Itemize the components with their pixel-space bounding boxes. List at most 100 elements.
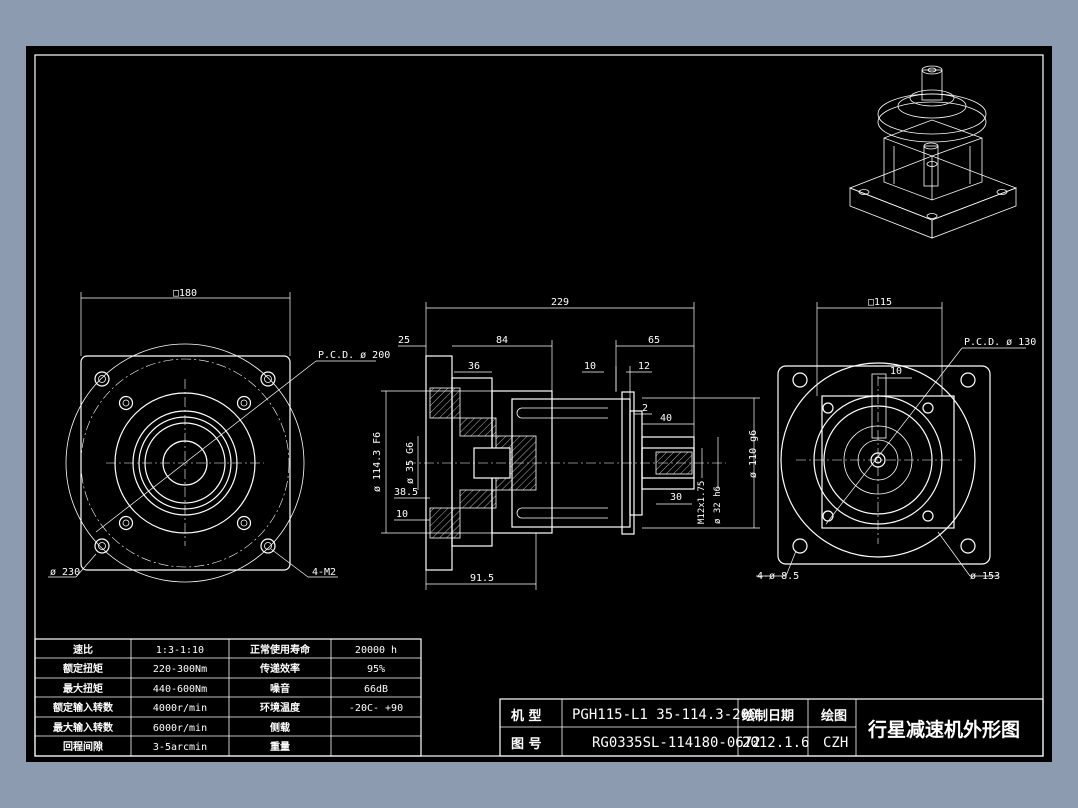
spec-table-frame <box>34 638 422 757</box>
spec-value: 95% <box>367 664 385 675</box>
side-dia-32: ø 32 h6 <box>713 486 723 524</box>
iso-base-top <box>848 155 1018 221</box>
right-key <box>871 373 887 439</box>
side-tube-cap-1 <box>516 407 523 419</box>
front-hole-tr <box>260 371 276 387</box>
front-bolt-2-inner <box>240 399 248 407</box>
right-dia-leader <box>937 531 971 577</box>
iso-body-top-left <box>883 137 933 157</box>
iso-slot-top <box>923 142 939 150</box>
front-hole-br-inner <box>264 542 272 550</box>
model-value: PGH115-L1 35-114.3-200 <box>572 707 757 723</box>
iso-ring <box>897 93 967 119</box>
spec-value: 4000r/min <box>153 703 207 714</box>
front-bolt-1-inner <box>122 399 130 407</box>
right-hole-br <box>960 538 976 554</box>
model-label: 机 型 <box>511 708 542 724</box>
spec-table: 速比 1:3-1:10 正常使用寿命 20000 h 额定扭矩 220-300N… <box>34 638 422 757</box>
right-hole-leader <box>785 550 797 577</box>
right-square-dim: □115 <box>868 297 892 308</box>
right-bolt-1 <box>822 402 834 414</box>
iso-slot <box>923 145 939 187</box>
front-bolt-1 <box>118 395 134 411</box>
front-dia-leader <box>75 553 97 578</box>
right-inner-square <box>821 395 955 529</box>
iso-shaft <box>921 69 943 101</box>
front-bolt-4 <box>236 515 252 531</box>
iso-body-top-right <box>931 137 983 157</box>
right-hole-label: 4-ø 8.5 <box>757 571 799 582</box>
spec-key: 重量 <box>270 740 290 753</box>
spec-key: 最大输入转数 <box>53 721 114 734</box>
side-hatch-bottom <box>429 507 461 539</box>
side-view: 229 25 84 65 36 10 12 2 40 30 ø 114.3 F6… <box>372 297 760 590</box>
drawing-canvas: □180 P.C.D. ø 200 ø 230 4-M2 <box>34 54 1044 757</box>
right-view: □115 P.C.D. ø 130 10 4-ø 8.5 ø 153 <box>756 297 1036 582</box>
front-view: □180 P.C.D. ø 200 ø 230 4-M2 <box>48 288 390 583</box>
front-bolt-3-inner <box>122 519 130 527</box>
drawing-title: 行星减速机外形图 <box>867 718 1020 741</box>
right-pcd-leader <box>825 347 963 525</box>
title-block-frame <box>499 698 1044 757</box>
spec-value: 220-300Nm <box>153 664 207 675</box>
drafter-label: 绘图 <box>821 708 847 724</box>
side-dim-40: 40 <box>660 413 672 424</box>
iso-shaft-top <box>921 65 943 75</box>
front-hole-tl <box>94 371 110 387</box>
right-pcd-label: P.C.D. ø 130 <box>964 337 1036 348</box>
spec-value: 6000r/min <box>153 723 207 734</box>
side-hatch-top <box>429 387 461 419</box>
spec-key: 侧载 <box>270 721 290 734</box>
front-bolt-3 <box>118 515 134 531</box>
iso-body <box>883 119 983 201</box>
front-outer-circle <box>65 343 305 583</box>
spec-key: 传递效率 <box>259 662 300 675</box>
side-shaft-thread <box>655 451 693 475</box>
right-outer-dia: ø 153 <box>970 571 1000 582</box>
front-pcd-label: P.C.D. ø 200 <box>318 350 390 361</box>
right-bolt-4 <box>922 510 934 522</box>
front-bolt-4-inner <box>240 519 248 527</box>
date-value: 2012.1.6 <box>742 735 809 751</box>
isometric-view <box>848 65 1018 239</box>
front-hole-br <box>260 538 276 554</box>
right-bolt-3 <box>822 510 834 522</box>
iso-ring-2 <box>909 89 955 107</box>
right-outer-circle <box>780 362 976 558</box>
front-hole-bl <box>94 538 110 554</box>
side-hatch-mid-bottom <box>459 489 497 509</box>
iso-base-hole-4 <box>926 213 938 219</box>
front-square-dim: □180 <box>173 288 197 299</box>
side-dim-915: 91.5 <box>470 573 494 584</box>
title-block: 机 型 PGH115-L1 35-114.3-200 图 号 RG0335SL-… <box>499 698 1044 757</box>
side-dim-84: 84 <box>496 335 508 346</box>
drawing-no-label: 图 号 <box>511 737 542 752</box>
front-hole-label: 4-M2 <box>312 567 336 578</box>
spec-key: 速比 <box>73 643 93 656</box>
cad-viewport[interactable]: □180 P.C.D. ø 200 ø 230 4-M2 <box>26 46 1052 762</box>
front-pcd-circle <box>80 358 290 568</box>
right-hole-tl <box>792 372 808 388</box>
front-hole-bl-inner <box>98 542 106 550</box>
side-tube-cap-2 <box>516 507 523 519</box>
spec-key: 正常使用寿命 <box>250 643 311 656</box>
front-hole-tr-inner <box>264 375 272 383</box>
iso-flange-bottom <box>877 101 987 143</box>
right-bolt-2 <box>922 402 934 414</box>
spec-key: 环境温度 <box>260 701 301 714</box>
side-dim-385: 38.5 <box>394 487 418 498</box>
right-hole-tr <box>960 372 976 388</box>
side-dim-10b: 10 <box>396 509 408 520</box>
spec-value: 3-5arcmin <box>153 742 207 753</box>
front-outer-dia: ø 230 <box>50 567 80 578</box>
spec-value: 66dB <box>364 684 388 695</box>
side-dim-229: 229 <box>551 297 569 308</box>
spec-value: 440-600Nm <box>153 684 207 695</box>
side-dim-30: 30 <box>670 492 682 503</box>
date-label: 绘制日期 <box>742 708 794 724</box>
iso-base-hole-2 <box>996 189 1008 195</box>
drafter-value: CZH <box>823 735 848 751</box>
spec-value: -20C- +90 <box>349 703 403 714</box>
drawing-no-value: RG0335SL-114180-0672 <box>592 735 761 751</box>
side-dia-110: ø 110 g6 <box>748 430 759 478</box>
